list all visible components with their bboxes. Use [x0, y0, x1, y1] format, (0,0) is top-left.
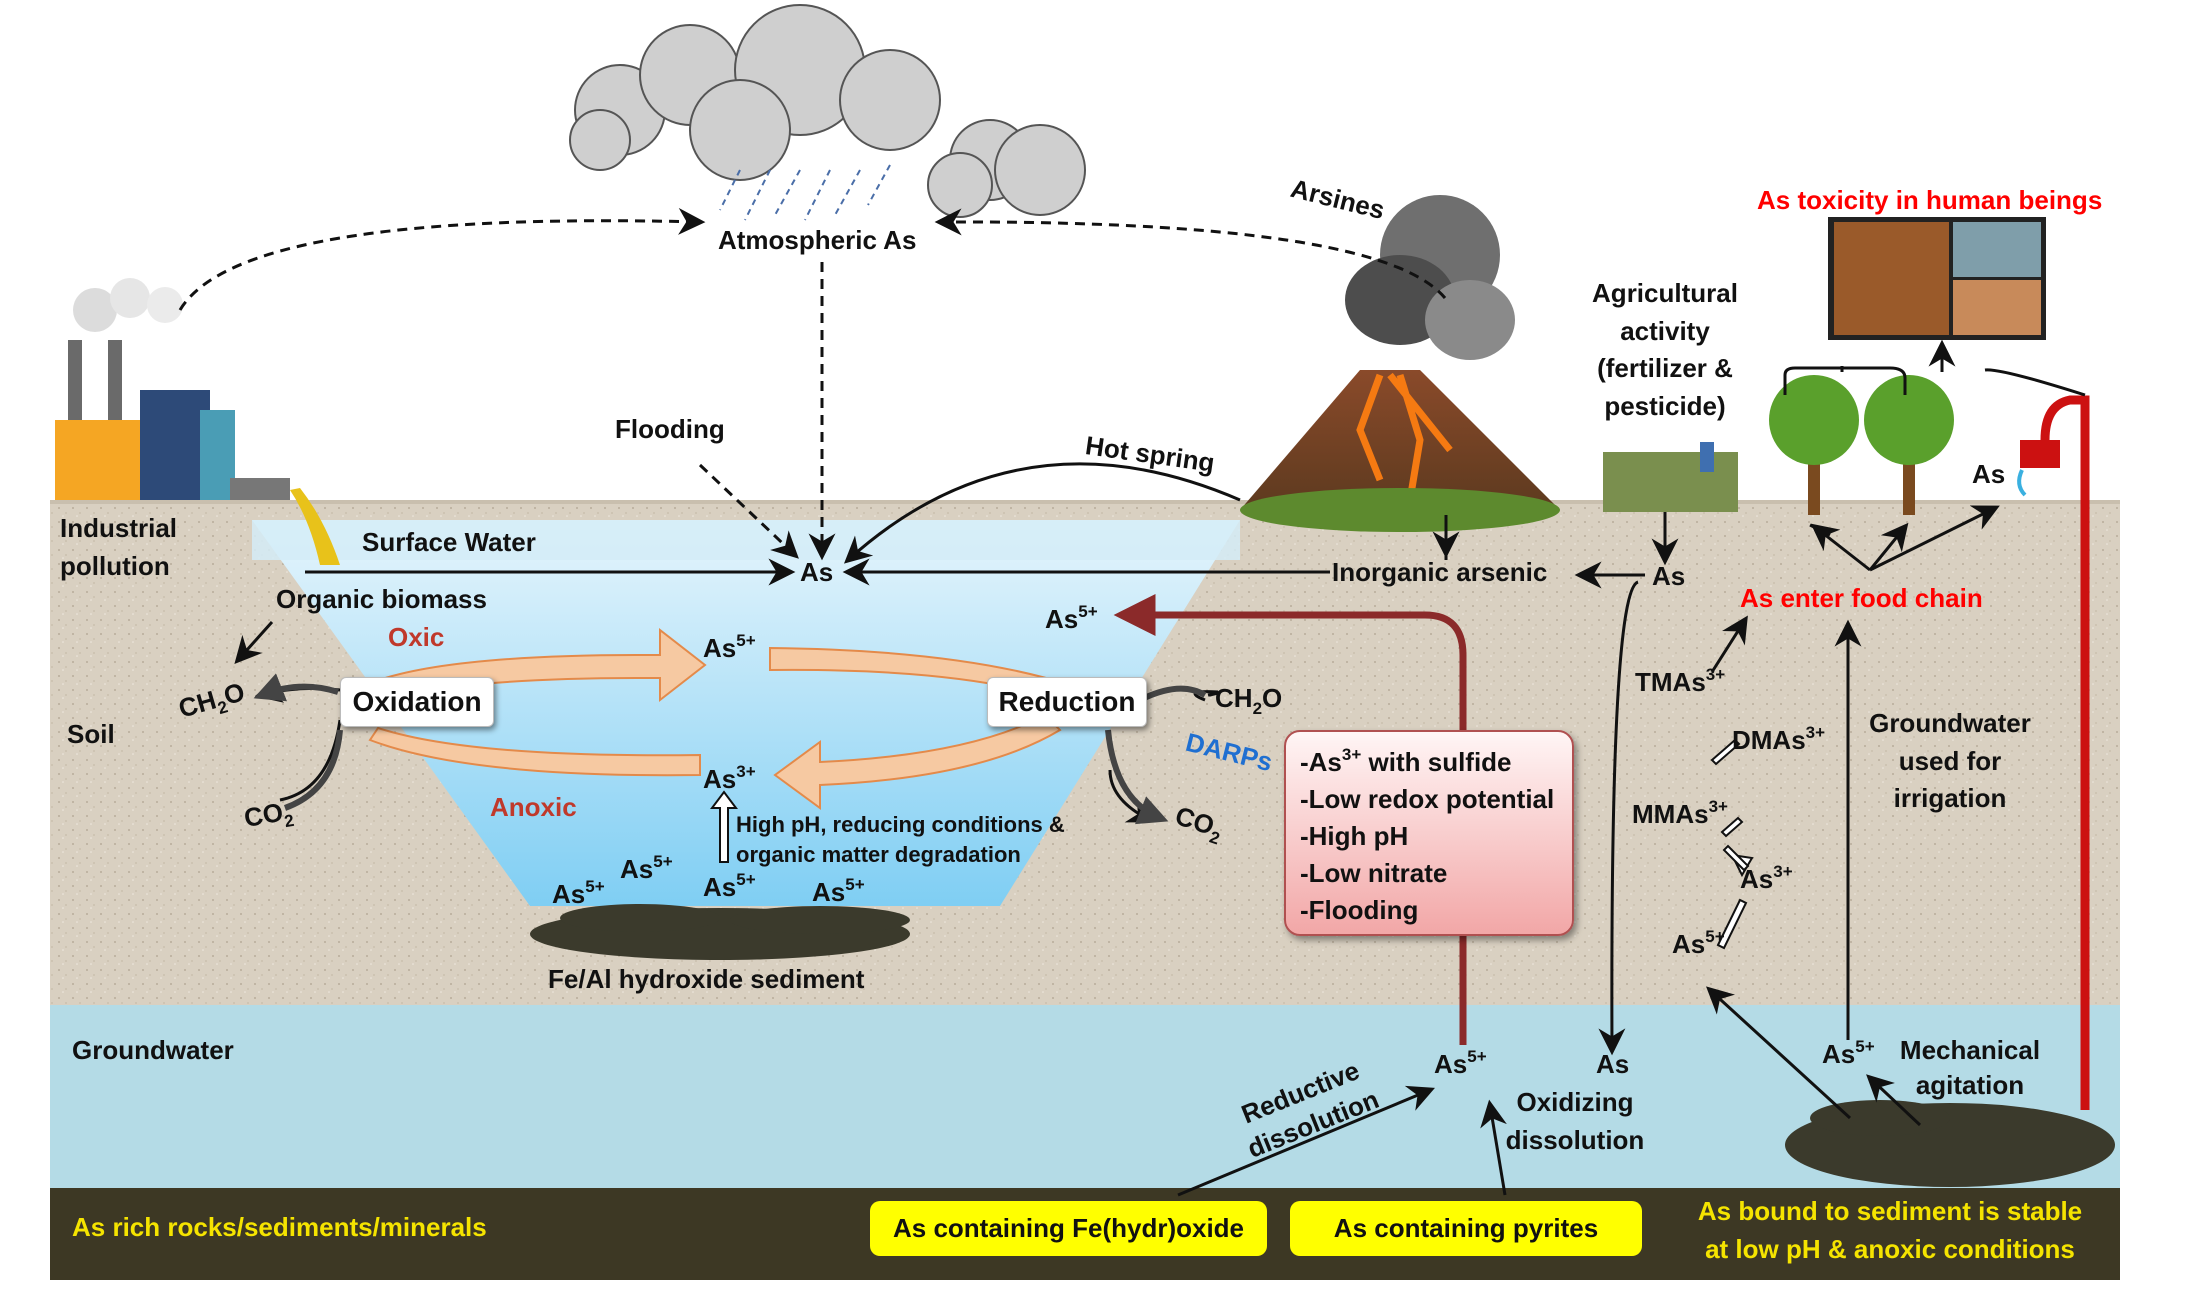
groundwater-irrigation-label: Groundwater used for irrigation: [1869, 708, 2031, 814]
farm-field-image: [1603, 452, 1738, 512]
hand-pump-icon: [2017, 395, 2090, 1110]
fe-oxide-source-box: As containing Fe(hydr)oxide: [870, 1201, 1267, 1256]
agricultural-activity-label: Agricultural activity (fertilizer & pest…: [1592, 278, 1738, 422]
methylation-arrows: [1710, 738, 1754, 950]
pond-water: [252, 520, 1240, 906]
ch2o-right: CH2O: [1215, 683, 1283, 718]
sediment-label: Fe/Al hydroxide sediment: [548, 964, 865, 994]
rain-streaks: [719, 164, 891, 221]
surface-water-band: [252, 520, 1240, 560]
condition-sulfide: -As3+ with sulfide: [1300, 745, 1512, 777]
anoxic-label: Anoxic: [490, 792, 577, 822]
surface-water-label: Surface Water: [362, 527, 536, 557]
as5-pond-top: As5+: [703, 631, 756, 663]
atmospheric-as-label: Atmospheric As: [718, 225, 917, 255]
as5-sediment-4: As5+: [812, 875, 865, 907]
oxidizing-dissolution-label: Oxidizing dissolution: [1505, 1087, 1645, 1155]
desorption-arrow: [1113, 594, 1467, 1045]
condition-item: -High pH: [1300, 820, 1409, 851]
tree-icon-1: [1769, 375, 1859, 515]
oxidizing-as-label: As: [1596, 1049, 1630, 1079]
co2-left: CO2: [241, 796, 296, 833]
oxidation-box: Oxidation: [340, 677, 494, 727]
volcano-icon: [1240, 195, 1560, 532]
tmas3-label: TMAs3+: [1635, 665, 1726, 697]
toxicity-photos: [1828, 217, 2046, 340]
factory-icon: [55, 278, 340, 565]
reduction-box: Reduction: [987, 677, 1147, 727]
as-agri-label: As: [1652, 561, 1686, 591]
condition-item: -Low nitrate: [1300, 857, 1448, 888]
as-center-label: As: [800, 557, 834, 587]
mechanical-agitation-label: Mechanical agitation: [1899, 1035, 2041, 1101]
as-tap-label: As: [1972, 459, 2006, 489]
as5-methyl-chain: As5+: [1672, 927, 1725, 959]
flooding-label: Flooding: [615, 414, 725, 444]
condition-item: -Low redox potential: [1300, 783, 1555, 814]
as5-sediment-2: As5+: [552, 877, 605, 909]
as5-red-arrow-target: As5+: [1045, 602, 1098, 634]
rich-rocks-label: As rich rocks/sediments/minerals: [72, 1212, 487, 1242]
sediment-clumps: [530, 904, 2115, 1187]
reducing-conditions-box: -As3+ with sulfide -Low redox potential …: [1284, 730, 1574, 936]
groundwater-label: Groundwater: [72, 1035, 234, 1065]
groundwater-layer: [50, 1005, 2120, 1188]
dmas3-label: DMAs3+: [1732, 723, 1826, 755]
organic-biomass-label: Organic biomass: [276, 584, 487, 614]
industrial-pollution-label: Industrial pollution: [60, 513, 178, 581]
as5-sediment-1: As5+: [620, 852, 673, 884]
as3-methyl-chain: As3+: [1740, 862, 1793, 894]
as5-sediment-3: As5+: [703, 870, 756, 902]
rain-cloud-icon: [569, 4, 1086, 218]
soil-label: Soil: [67, 719, 115, 749]
oxic-label: Oxic: [388, 622, 445, 652]
pyrites-source-box: As containing pyrites: [1290, 1201, 1642, 1256]
tree-icon-2: [1864, 375, 1954, 515]
condition-item: -Flooding: [1300, 894, 1419, 925]
enter-food-chain-label: As enter food chain: [1740, 583, 1983, 613]
stable-note-label: As bound to sediment is stable at low pH…: [1697, 1196, 2083, 1264]
inorganic-arsenic-label: Inorganic arsenic: [1332, 557, 1548, 587]
as3-pond: As3+: [703, 762, 756, 794]
as5-groundwater: As5+: [1434, 1047, 1487, 1079]
as5-agitation: As5+: [1822, 1037, 1875, 1069]
high-ph-note: High pH, reducing conditions & organic m…: [736, 812, 1065, 867]
toxicity-title: As toxicity in human beings: [1757, 185, 2103, 215]
mmas3-label: MMAs3+: [1632, 797, 1728, 829]
